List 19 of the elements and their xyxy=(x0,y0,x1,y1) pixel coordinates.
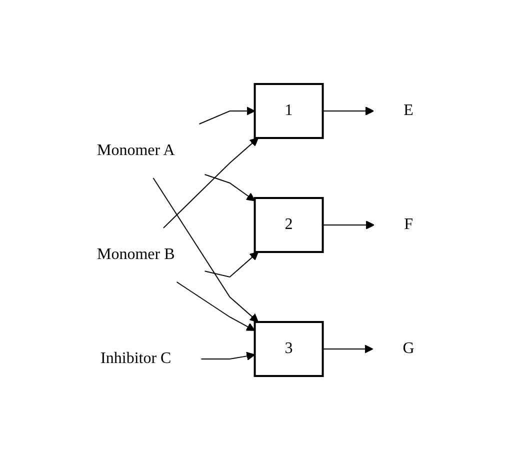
node-text: F xyxy=(404,216,414,233)
arrow xyxy=(199,106,256,124)
arrow xyxy=(322,344,374,354)
arrow xyxy=(201,352,256,360)
node-text: G xyxy=(403,340,415,357)
arrow xyxy=(204,174,256,202)
arrow xyxy=(322,220,375,230)
arrow xyxy=(204,252,259,278)
node-box: 3 xyxy=(254,321,324,377)
arrow xyxy=(176,282,256,331)
node-text: Monomer A xyxy=(97,142,176,159)
node-text: Monomer B xyxy=(97,246,176,263)
arrow xyxy=(322,106,374,116)
node-text: Inhibitor C xyxy=(100,350,172,367)
arrow xyxy=(163,138,259,228)
arrow xyxy=(153,178,259,322)
node-box: 2 xyxy=(254,197,324,253)
node-text: E xyxy=(404,102,414,119)
node-box: 1 xyxy=(254,83,324,139)
